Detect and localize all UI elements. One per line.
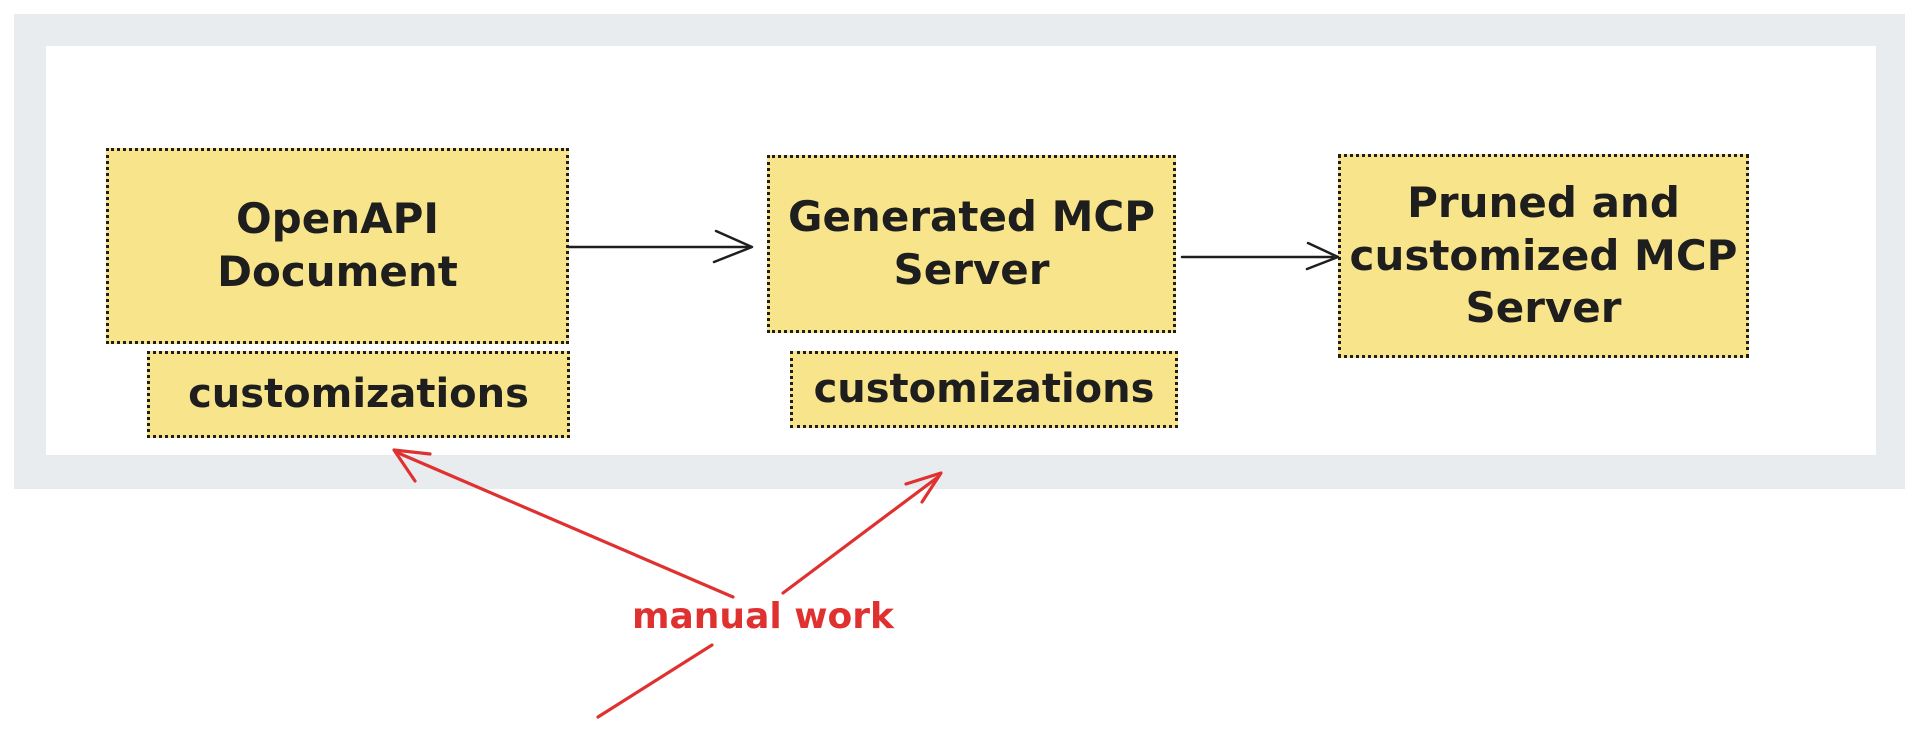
manual-work-arrow-right bbox=[781, 471, 943, 595]
node-pruned-line-2: customized MCP bbox=[1349, 230, 1738, 280]
node-openapi-document: OpenAPI Document bbox=[106, 148, 569, 344]
node-generated-customizations-label: customizations bbox=[813, 366, 1155, 413]
node-openapi-document-line-1: OpenAPI bbox=[235, 194, 440, 244]
node-pruned-line-3: Server bbox=[1465, 283, 1622, 333]
node-openapi-document-line-2: Document bbox=[217, 247, 458, 296]
node-generated-mcp-server-line-1: Generated MCP bbox=[787, 192, 1156, 242]
node-generated-mcp-server: Generated MCP Server bbox=[767, 155, 1176, 333]
node-generated-customizations: customizations bbox=[790, 351, 1178, 428]
manual-work-label: manual work bbox=[632, 596, 894, 637]
node-pruned-customized-mcp-server: Pruned and customized MCP Server bbox=[1338, 154, 1749, 358]
manual-work-tail-line bbox=[596, 643, 714, 719]
node-pruned-line-1: Pruned and bbox=[1407, 177, 1680, 227]
node-generated-mcp-server-line-2: Server bbox=[893, 245, 1050, 294]
node-openapi-customizations: customizations bbox=[147, 351, 570, 438]
node-openapi-customizations-label: customizations bbox=[188, 371, 529, 418]
